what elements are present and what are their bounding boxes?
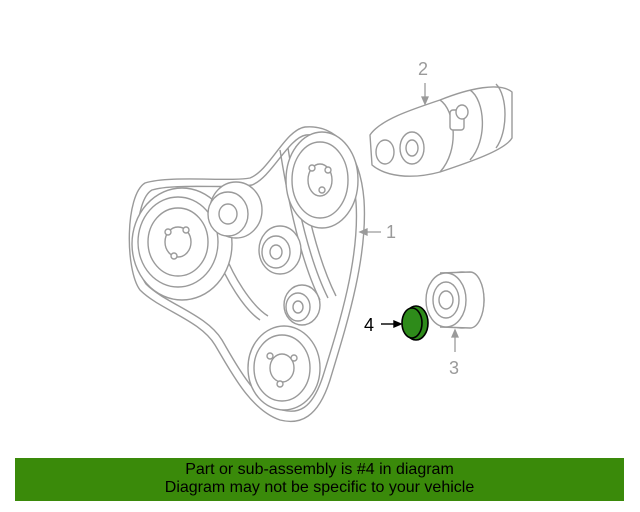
middle-idler-pulley (258, 225, 302, 275)
callout-2: 2 (418, 59, 429, 79)
leader-line-3 (451, 328, 459, 352)
notice-line-1: Part or sub-assembly is #4 in diagram (185, 461, 454, 478)
crankshaft-pulley (131, 187, 233, 301)
callout-3: 3 (449, 358, 460, 378)
leader-line-4 (381, 319, 403, 329)
diagram-notice-banner: Part or sub-assembly is #4 in diagram Di… (15, 458, 624, 501)
callout-4: 4 (364, 315, 375, 335)
lower-idler-pulley (283, 284, 321, 326)
leader-line-2 (421, 83, 429, 106)
bottom-pulley (247, 325, 321, 411)
left-idler-pulley (207, 181, 263, 239)
idler-pulley (425, 271, 485, 329)
callout-1: 1 (386, 222, 397, 242)
dust-cap (401, 305, 429, 341)
leader-line-1 (358, 228, 381, 236)
notice-line-2: Diagram may not be specific to your vehi… (164, 479, 475, 496)
alternator-pulley (285, 131, 359, 229)
tensioner-assembly (369, 83, 513, 177)
